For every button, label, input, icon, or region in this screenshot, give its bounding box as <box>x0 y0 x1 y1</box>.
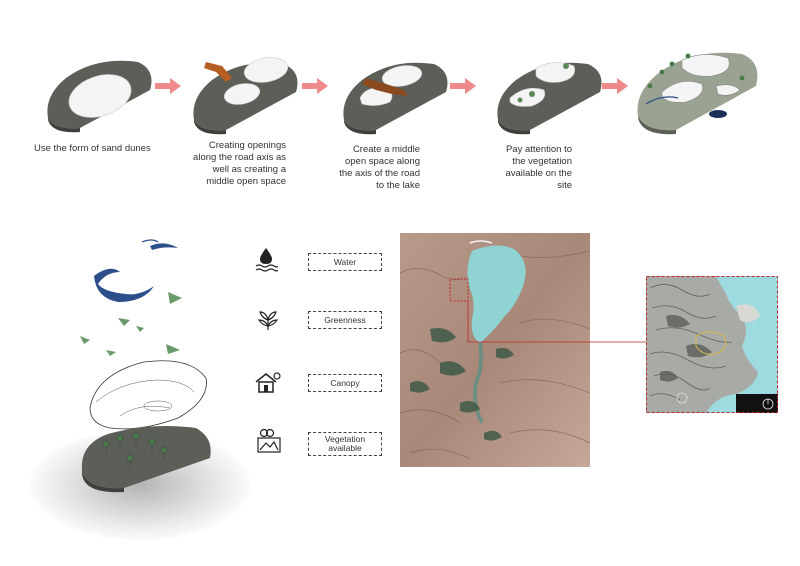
caption-line: along the road axis as <box>193 152 286 163</box>
step-3-caption: Create a middle open space along the axi… <box>320 144 420 192</box>
zoom-detail-map <box>646 276 778 413</box>
legend-text: Canopy <box>330 377 360 388</box>
zoom-connector <box>467 300 648 343</box>
caption-line: available on the <box>505 168 572 179</box>
legend-water-label: Water <box>308 253 382 271</box>
house-canopy-icon <box>255 372 281 393</box>
caption-line: Pay attention to <box>505 144 572 155</box>
legend-canopy-label: Canopy <box>308 374 382 392</box>
legend-vegetation-label: Vegetation available <box>308 432 382 456</box>
legend-text-line: Vegetation <box>324 434 366 444</box>
arrow-icon <box>602 78 628 94</box>
step-1-diagram <box>47 60 152 133</box>
caption-line: well as creating a <box>212 164 286 175</box>
caption-line: to the lake <box>376 180 420 191</box>
caption-line: the vegetation <box>512 156 572 167</box>
legend-text-line: available <box>328 443 362 453</box>
caption-line: Creating openings <box>208 140 286 151</box>
caption-line: the axis of the road <box>339 168 420 179</box>
leaves-icon <box>257 311 279 330</box>
step-4-caption: Pay attention to the vegetation availabl… <box>486 144 572 192</box>
legend-text: Water <box>333 256 357 267</box>
landscape-icon <box>257 428 281 453</box>
legend-text: Greenness <box>324 314 366 325</box>
exploded-axonometric-diagram <box>80 239 211 493</box>
legend-greenness-label: Greenness <box>308 311 382 329</box>
caption-line: site <box>557 180 572 191</box>
step-2-diagram <box>193 57 298 135</box>
final-design-diagram <box>637 52 758 135</box>
water-drop-icon <box>255 248 278 272</box>
arrow-icon <box>302 78 328 94</box>
satellite-map <box>400 233 590 467</box>
caption-line: open space along <box>344 156 420 167</box>
arrow-icon <box>155 78 181 94</box>
step-4-diagram <box>497 62 602 135</box>
step-3-diagram <box>343 62 448 135</box>
caption-line: Create a middle <box>352 144 420 155</box>
caption-line: middle open space <box>206 176 286 187</box>
arrow-icon <box>450 78 476 94</box>
legend-text: Vegetation available <box>325 435 365 453</box>
step-1-caption: Use the form of sand dunes <box>34 143 151 154</box>
step-2-caption: Creating openings along the road axis as… <box>176 140 286 188</box>
